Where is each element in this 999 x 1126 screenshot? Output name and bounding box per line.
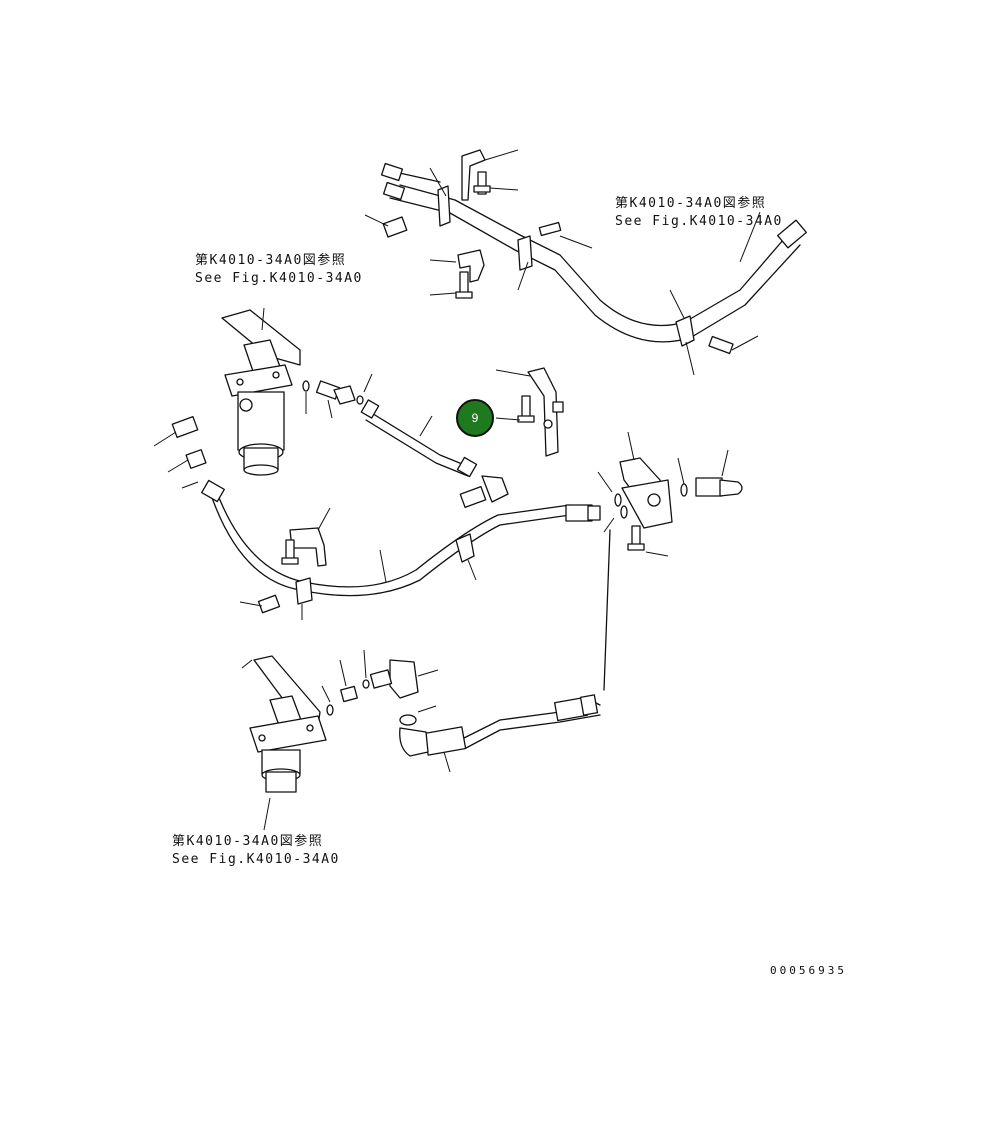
drawing-number: 00056935 <box>770 964 847 977</box>
upper-pipe-assembly <box>364 149 807 376</box>
junction-block <box>597 431 743 557</box>
reference-ja: 第K4010-34A0図参照 <box>615 196 767 211</box>
part-callout-marker[interactable]: 9 <box>456 399 494 437</box>
reference-note-upper-left: 第K4010-34A0図参照 See Fig.K4010-34A0 <box>195 252 363 288</box>
reference-ja: 第K4010-34A0図参照 <box>195 253 347 268</box>
reference-en: See Fig.K4010-34A0 <box>172 852 340 867</box>
main-return-hose <box>201 479 601 620</box>
reference-note-lower-left: 第K4010-34A0図参照 See Fig.K4010-34A0 <box>172 833 340 869</box>
reference-ja: 第K4010-34A0図参照 <box>172 834 324 849</box>
reference-en: See Fig.K4010-34A0 <box>615 214 783 229</box>
short-hose-assembly <box>315 373 509 508</box>
upper-left-pedal-valve <box>153 307 310 489</box>
callout-number: 9 <box>471 411 479 425</box>
reference-note-top-right: 第K4010-34A0図参照 See Fig.K4010-34A0 <box>615 195 783 231</box>
lower-left-pedal-valve <box>241 655 334 831</box>
lower-hose-assembly <box>339 529 611 773</box>
mount-bracket <box>495 367 564 457</box>
reference-en: See Fig.K4010-34A0 <box>195 271 363 286</box>
